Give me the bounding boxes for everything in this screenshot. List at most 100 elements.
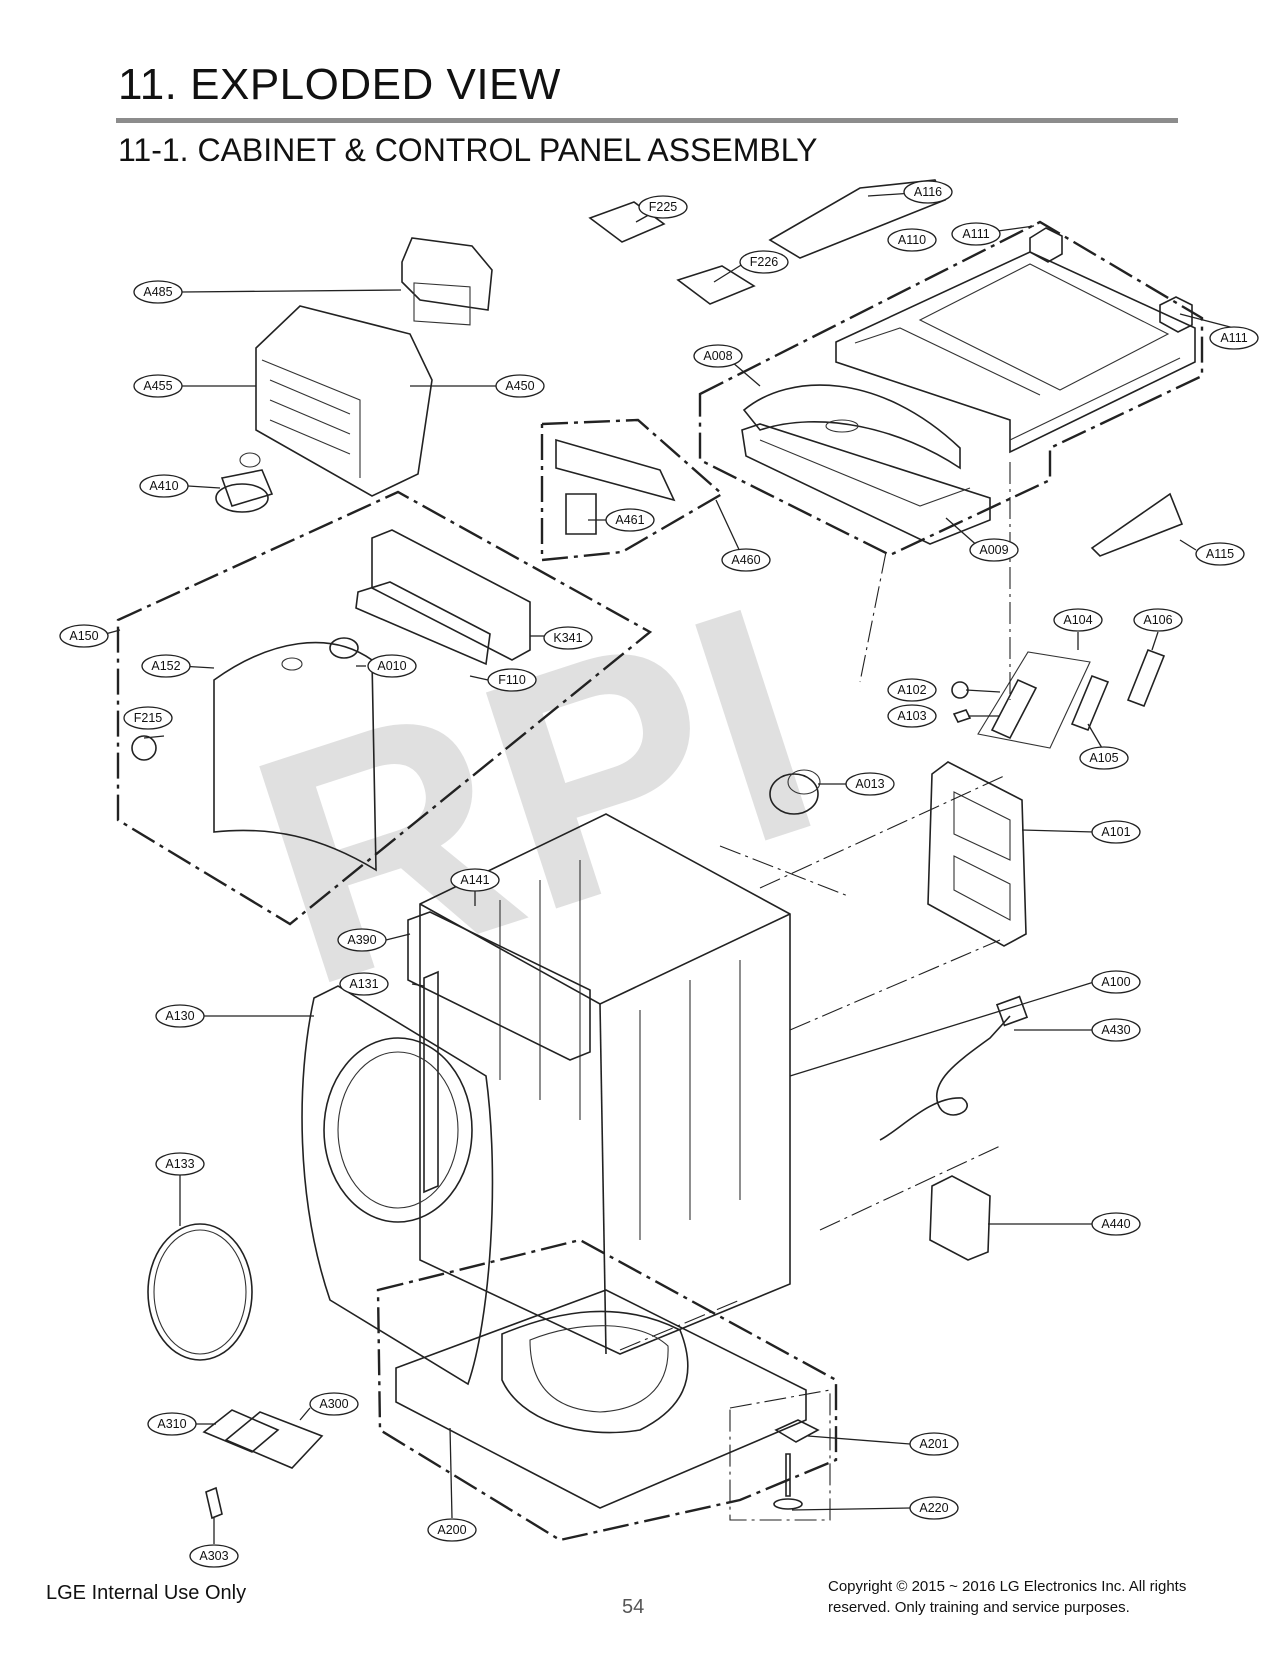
- callout-f110: F110: [487, 668, 537, 692]
- footer-internal-use: LGE Internal Use Only: [46, 1582, 247, 1604]
- svg-text:A310: A310: [157, 1417, 186, 1431]
- control-pcb-f110: [355, 581, 491, 666]
- title-rule: [116, 118, 1178, 123]
- svg-text:A450: A450: [505, 379, 534, 393]
- drain-motor-base: [215, 483, 269, 513]
- callout-a103: A103: [887, 704, 937, 728]
- control-panel-door: [213, 641, 377, 872]
- leveling-bracket-a201: [774, 1419, 820, 1443]
- callout-a310: A310: [147, 1412, 197, 1436]
- callout-a141: A141: [450, 868, 500, 892]
- sub-pcb: [555, 438, 676, 502]
- svg-text:A100: A100: [1101, 975, 1130, 989]
- front-frame-a131: [423, 970, 439, 1194]
- control-panel-group-outline: [116, 490, 653, 926]
- watermark-text: RPI: [216, 535, 853, 1056]
- callout-a104: A104: [1053, 608, 1103, 632]
- svg-text:F110: F110: [498, 673, 526, 687]
- callout-a430: A430: [1091, 1018, 1141, 1042]
- side-bracket: [1090, 492, 1184, 557]
- cap-a102: [951, 681, 969, 699]
- copyright-line-1: Copyright © 2015 ~ 2016 LG Electronics I…: [828, 1578, 1187, 1595]
- callout-a111-right: A111: [1209, 326, 1259, 350]
- foot-guide-outline: [729, 1389, 831, 1521]
- filter-kit-outline: [977, 651, 1091, 749]
- pad-f226: [676, 265, 756, 305]
- svg-text:F215: F215: [134, 711, 163, 725]
- svg-text:A106: A106: [1143, 613, 1172, 627]
- pad-f225: [588, 201, 666, 243]
- svg-text:A152: A152: [151, 659, 180, 673]
- callout-a013: A013: [845, 772, 895, 796]
- svg-text:A111: A111: [1220, 331, 1247, 345]
- callout-a303: A303: [189, 1544, 239, 1568]
- cabinet-a100: [419, 813, 791, 1355]
- callout-a106: A106: [1133, 608, 1183, 632]
- section-subtitle: 11-1. CABINET & CONTROL PANEL ASSEMBLY: [118, 132, 818, 168]
- svg-text:A115: A115: [1206, 547, 1234, 561]
- top-plate: [835, 251, 1196, 454]
- callout-a150: A150: [59, 624, 109, 648]
- callout-a105: A105: [1079, 746, 1129, 770]
- svg-text:A410: A410: [149, 479, 178, 493]
- power-cord-a430: [879, 1015, 1011, 1141]
- top-hinge-left: [1029, 227, 1063, 263]
- svg-text:A116: A116: [914, 185, 942, 199]
- top-plate-group-outline: [698, 220, 1204, 557]
- callout-a102: A102: [887, 678, 937, 702]
- base-tub-mount: [501, 1310, 689, 1434]
- filter-a106: [1126, 648, 1166, 708]
- knob-f215: [131, 735, 157, 761]
- main-pcb-assembly: [255, 305, 433, 497]
- spring-a303: [205, 1486, 223, 1520]
- page-title: 11. EXPLODED VIEW: [118, 60, 561, 109]
- front-bracket-a390: [407, 911, 591, 1061]
- callout-a220: A220: [909, 1496, 959, 1520]
- copyright-line-2: reserved. Only training and service purp…: [828, 1599, 1130, 1616]
- svg-text:A440: A440: [1101, 1217, 1130, 1231]
- callout-k341: K341: [543, 626, 593, 650]
- callout-a115: A115: [1195, 542, 1245, 566]
- assembly-guide-lines: [619, 462, 1011, 1351]
- filter-a104: [990, 678, 1038, 740]
- callout-a010: A010: [367, 654, 417, 678]
- dispenser-housing: [741, 423, 991, 545]
- svg-text:A010: A010: [377, 659, 406, 673]
- callout-f226: F226: [739, 250, 789, 274]
- svg-text:A013: A013: [855, 777, 884, 791]
- svg-text:A131: A131: [349, 977, 378, 991]
- svg-text:K341: K341: [553, 631, 582, 645]
- svg-text:A130: A130: [165, 1009, 194, 1023]
- callout-a008: A008: [693, 344, 743, 368]
- door-gasket-a133: [147, 1223, 253, 1361]
- top-hinge-right: [1159, 296, 1193, 333]
- svg-text:A141: A141: [460, 873, 489, 887]
- callout-a009: A009: [969, 538, 1019, 562]
- callout-a130: A130: [155, 1004, 205, 1028]
- callout-a111-left: A111: [951, 222, 1001, 246]
- filter-a105: [1070, 674, 1110, 732]
- copyright-notice: Copyright © 2015 ~ 2016 LG Electronics I…: [828, 1576, 1248, 1618]
- svg-text:A220: A220: [919, 1501, 948, 1515]
- service-cover-a300: [224, 1411, 324, 1469]
- svg-text:A461: A461: [615, 513, 644, 527]
- callout-a455: A455: [133, 374, 183, 398]
- callout-a100: A100: [1091, 970, 1141, 994]
- svg-text:A104: A104: [1063, 613, 1092, 627]
- svg-text:A102: A102: [897, 683, 926, 697]
- svg-text:A110: A110: [898, 233, 926, 247]
- svg-text:F226: F226: [750, 255, 779, 269]
- knob-ring-a010: [329, 637, 359, 659]
- svg-text:A485: A485: [143, 285, 172, 299]
- front-panel-a130: [301, 985, 494, 1386]
- display-frame: [401, 237, 493, 311]
- svg-text:A200: A200: [437, 1523, 466, 1537]
- callout-a101: A101: [1091, 820, 1141, 844]
- dispenser-drawer-cover: [742, 384, 961, 470]
- svg-text:A455: A455: [143, 379, 172, 393]
- callout-a410: A410: [139, 474, 189, 498]
- svg-text:A008: A008: [703, 349, 732, 363]
- svg-text:A009: A009: [979, 543, 1008, 557]
- leveling-foot-a220: [785, 1453, 791, 1497]
